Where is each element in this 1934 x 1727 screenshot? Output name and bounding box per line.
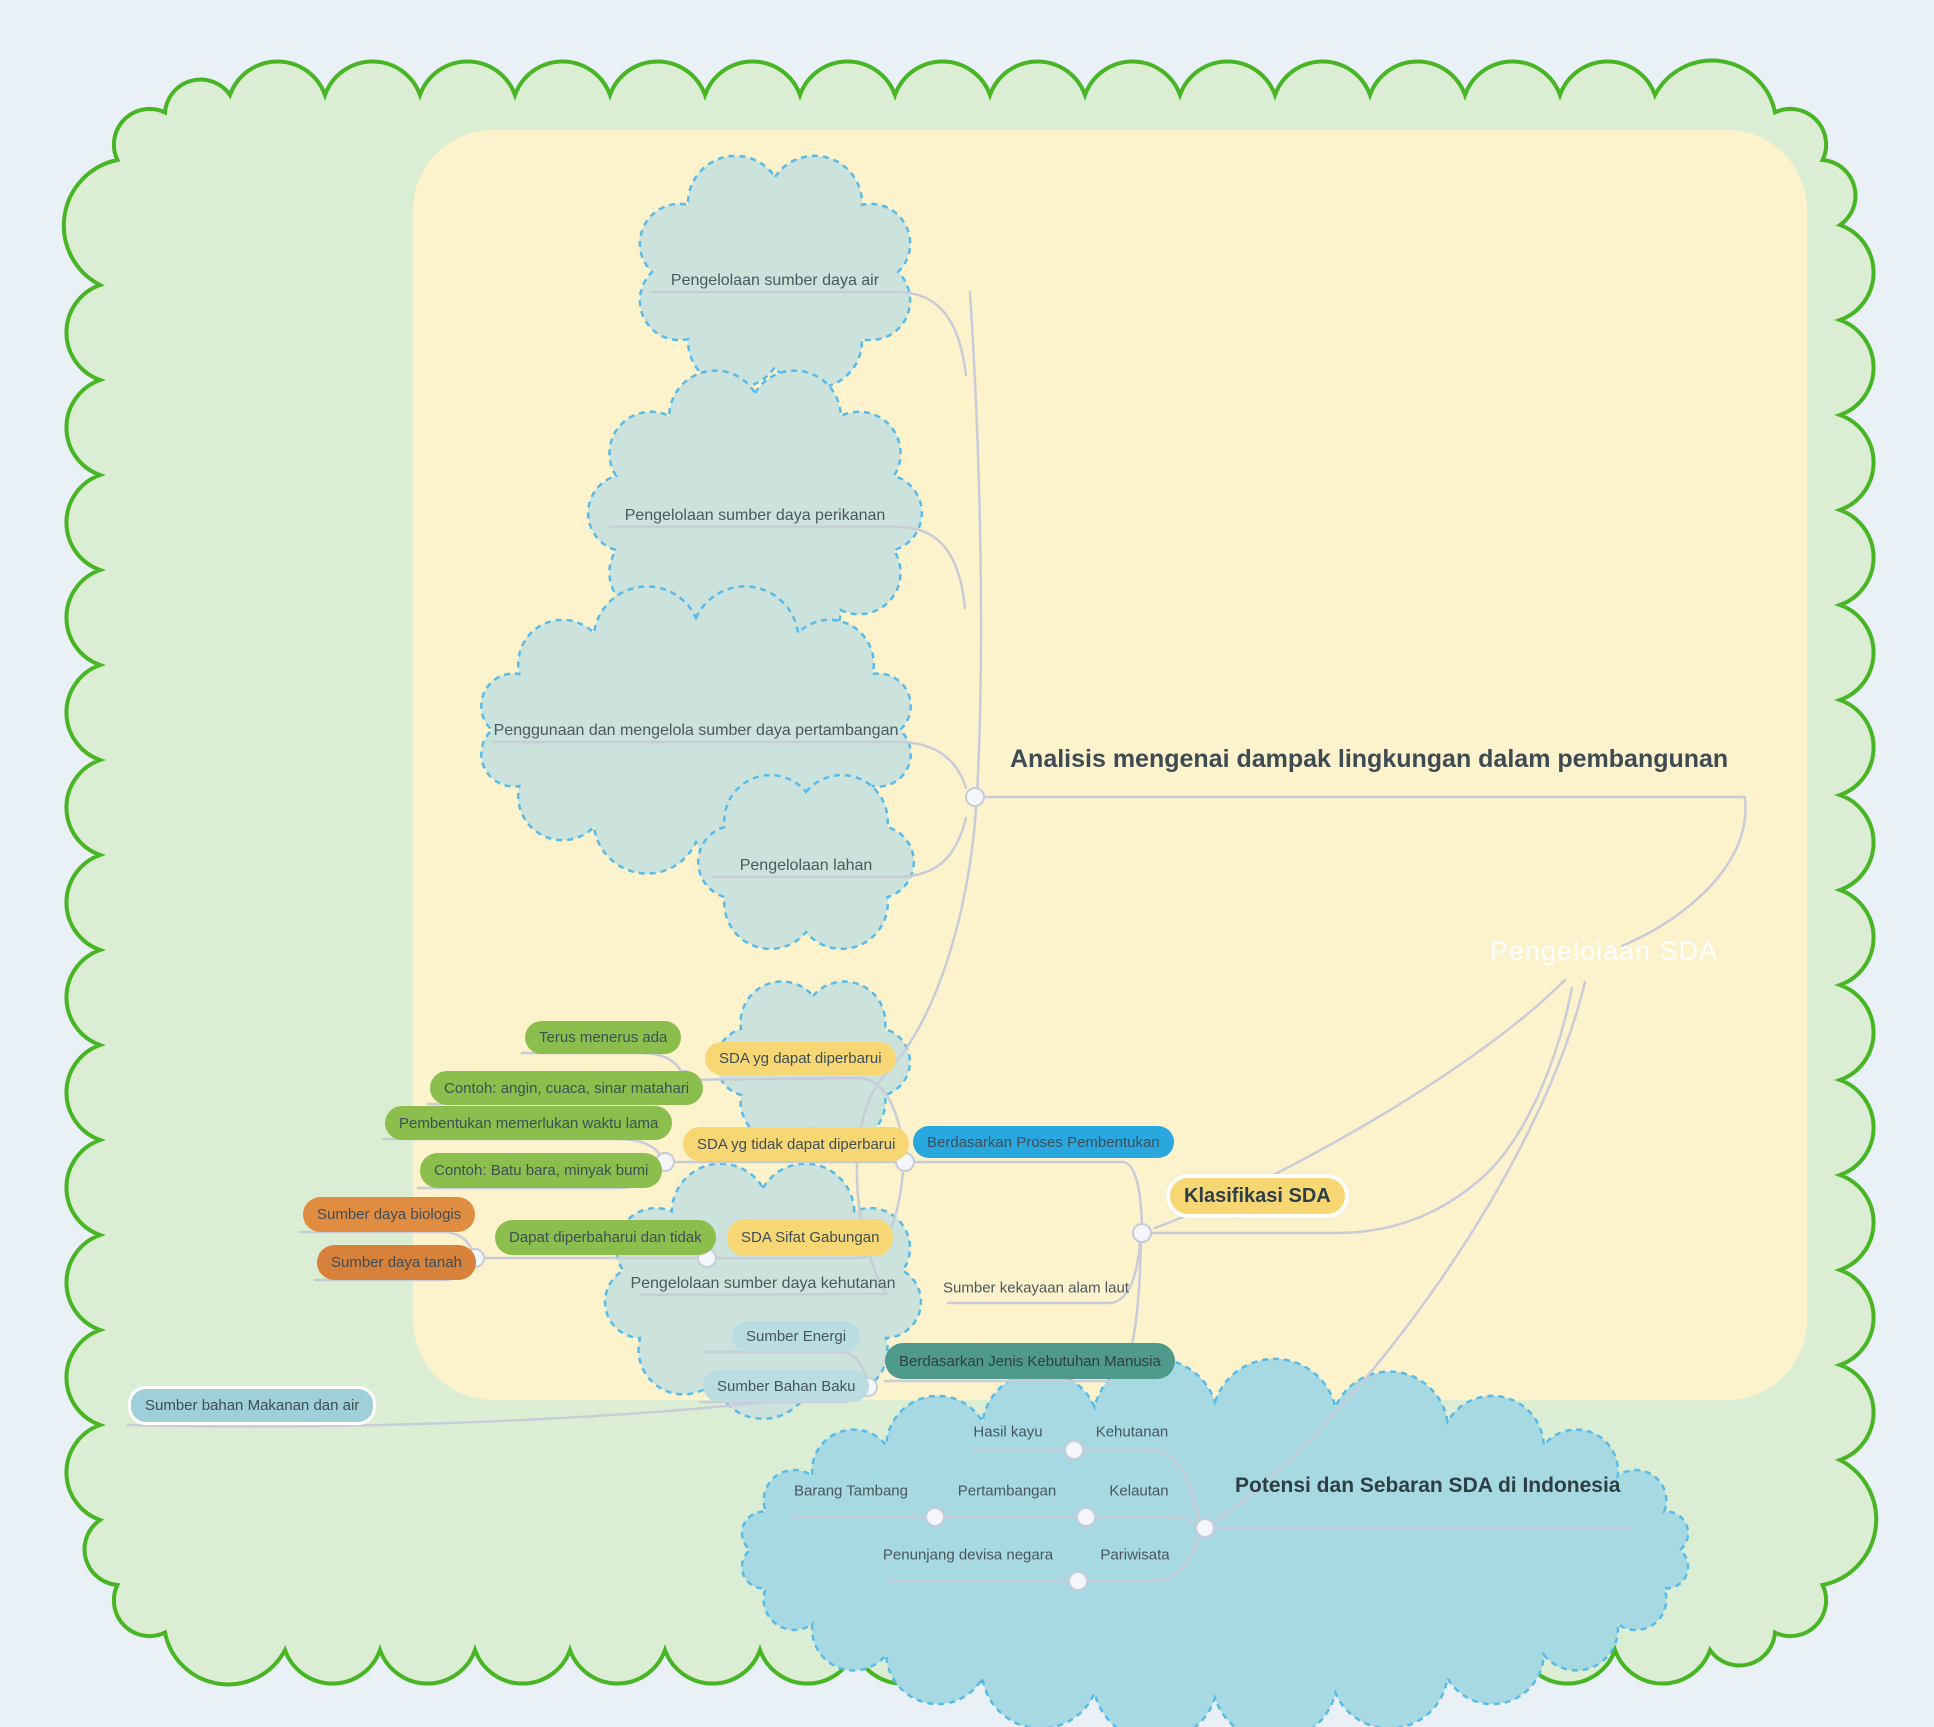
connector-line (491, 740, 968, 790)
junction-dot[interactable] (925, 1507, 945, 1527)
connector-line (703, 1350, 868, 1380)
cloud-pengelolaan-lahan-label[interactable]: Pengelolaan lahan (739, 857, 873, 874)
text-pariwisata[interactable]: Pariwisata (1100, 1546, 1170, 1564)
text-barang-tambang[interactable]: Barang Tambang (794, 1482, 908, 1500)
junction-dot[interactable] (1064, 1440, 1084, 1460)
pill-sumber-energi[interactable]: Sumber Energi (732, 1321, 861, 1352)
pill-contoh-angin[interactable]: Contoh: angin, cuaca, sinar matahari (430, 1071, 704, 1105)
connector-line (886, 1536, 1200, 1583)
cloud-sumber-daya-air[interactable] (638, 154, 912, 390)
pill-berdasarkan-proses[interactable]: Berdasarkan Proses Pembentukan (913, 1126, 1174, 1158)
connector-line (650, 290, 968, 377)
cloud-sumber-daya-kehutanan-label[interactable]: Pengelolaan sumber daya kehutanan (630, 1275, 896, 1292)
pill-sumber-daya-tanah[interactable]: Sumber daya tanah (317, 1245, 476, 1280)
cloud-sumber-daya-perikanan-label[interactable]: Pengelolaan sumber daya perikanan (624, 507, 886, 524)
connector-line (298, 1230, 474, 1252)
text-sumber-kekayaan-laut[interactable]: Sumber kekayaan alam laut (943, 1279, 1129, 1297)
connector-line (711, 816, 968, 879)
junction-dot[interactable] (1076, 1507, 1096, 1527)
pill-berdasarkan-jenis-kebutuhan[interactable]: Berdasarkan Jenis Kebutuhan Manusia (885, 1343, 1175, 1379)
connector-line (608, 525, 967, 610)
text-potensi-sebaran-title[interactable]: Potensi dan Sebaran SDA di Indonesia (1235, 1474, 1621, 1497)
connector-line (1620, 797, 1747, 948)
pill-sda-dapat-diperbarui[interactable]: SDA yg dapat diperbarui (705, 1042, 896, 1075)
text-kelautan[interactable]: Kelautan (1109, 1482, 1169, 1500)
cloud-sumber-daya-air-label[interactable]: Pengelolaan sumber daya air (670, 272, 880, 289)
junction-dot[interactable] (1195, 1518, 1215, 1538)
cloud-sumber-daya-pertambangan-label[interactable]: Penggunaan dan mengelola sumber daya per… (493, 722, 899, 739)
pill-sumber-bahan-baku[interactable]: Sumber Bahan Baku (703, 1370, 870, 1402)
pill-pembentukan-waktu-lama[interactable]: Pembentukan memerlukan waktu lama (385, 1106, 673, 1140)
pill-terus-menerus[interactable]: Terus menerus ada (525, 1021, 682, 1054)
pill-sumber-daya-biologis[interactable]: Sumber daya biologis (303, 1197, 476, 1232)
connector-line (1148, 986, 1574, 1235)
junction-dot[interactable] (965, 787, 985, 807)
pill-sda-tidak-dapat[interactable]: SDA yg tidak dapat diperbarui (683, 1127, 910, 1161)
root-pengelolaan-sda[interactable]: Pengelolaan SDA (1490, 936, 1719, 966)
connector-line (660, 1160, 1144, 1228)
pill-klasifikasi-sda[interactable]: Klasifikasi SDA (1166, 1174, 1349, 1218)
cloud-pengelolaan-lahan[interactable] (697, 773, 915, 951)
junction-dot[interactable] (1132, 1223, 1152, 1243)
pill-dapat-diperbaharui-dan-tidak[interactable]: Dapat diperbaharui dan tidak (495, 1220, 716, 1255)
junction-dot[interactable] (1068, 1571, 1088, 1591)
pill-sda-sifat-gabungan[interactable]: SDA Sifat Gabungan (727, 1219, 894, 1256)
connector-line (946, 1241, 1142, 1305)
connector-line (791, 1515, 1196, 1526)
pill-contoh-batubara[interactable]: Contoh: Batu bara, minyak bumi (420, 1153, 663, 1188)
text-penunjang-devisa[interactable]: Penunjang devisa negara (882, 1546, 1054, 1564)
pill-sumber-bahan-makanan[interactable]: Sumber bahan Makanan dan air (128, 1386, 377, 1425)
connector-line (1213, 980, 1587, 1524)
text-hasil-kayu[interactable]: Hasil kayu (973, 1423, 1043, 1441)
connector-line (970, 1448, 1200, 1520)
connector-line (638, 1292, 888, 1297)
topic-analisis-dampak[interactable]: Analisis mengenai dampak lingkungan dala… (1010, 745, 1729, 773)
text-pertambangan[interactable]: Pertambangan (957, 1482, 1057, 1500)
text-kehutanan[interactable]: Kehutanan (1095, 1423, 1169, 1441)
